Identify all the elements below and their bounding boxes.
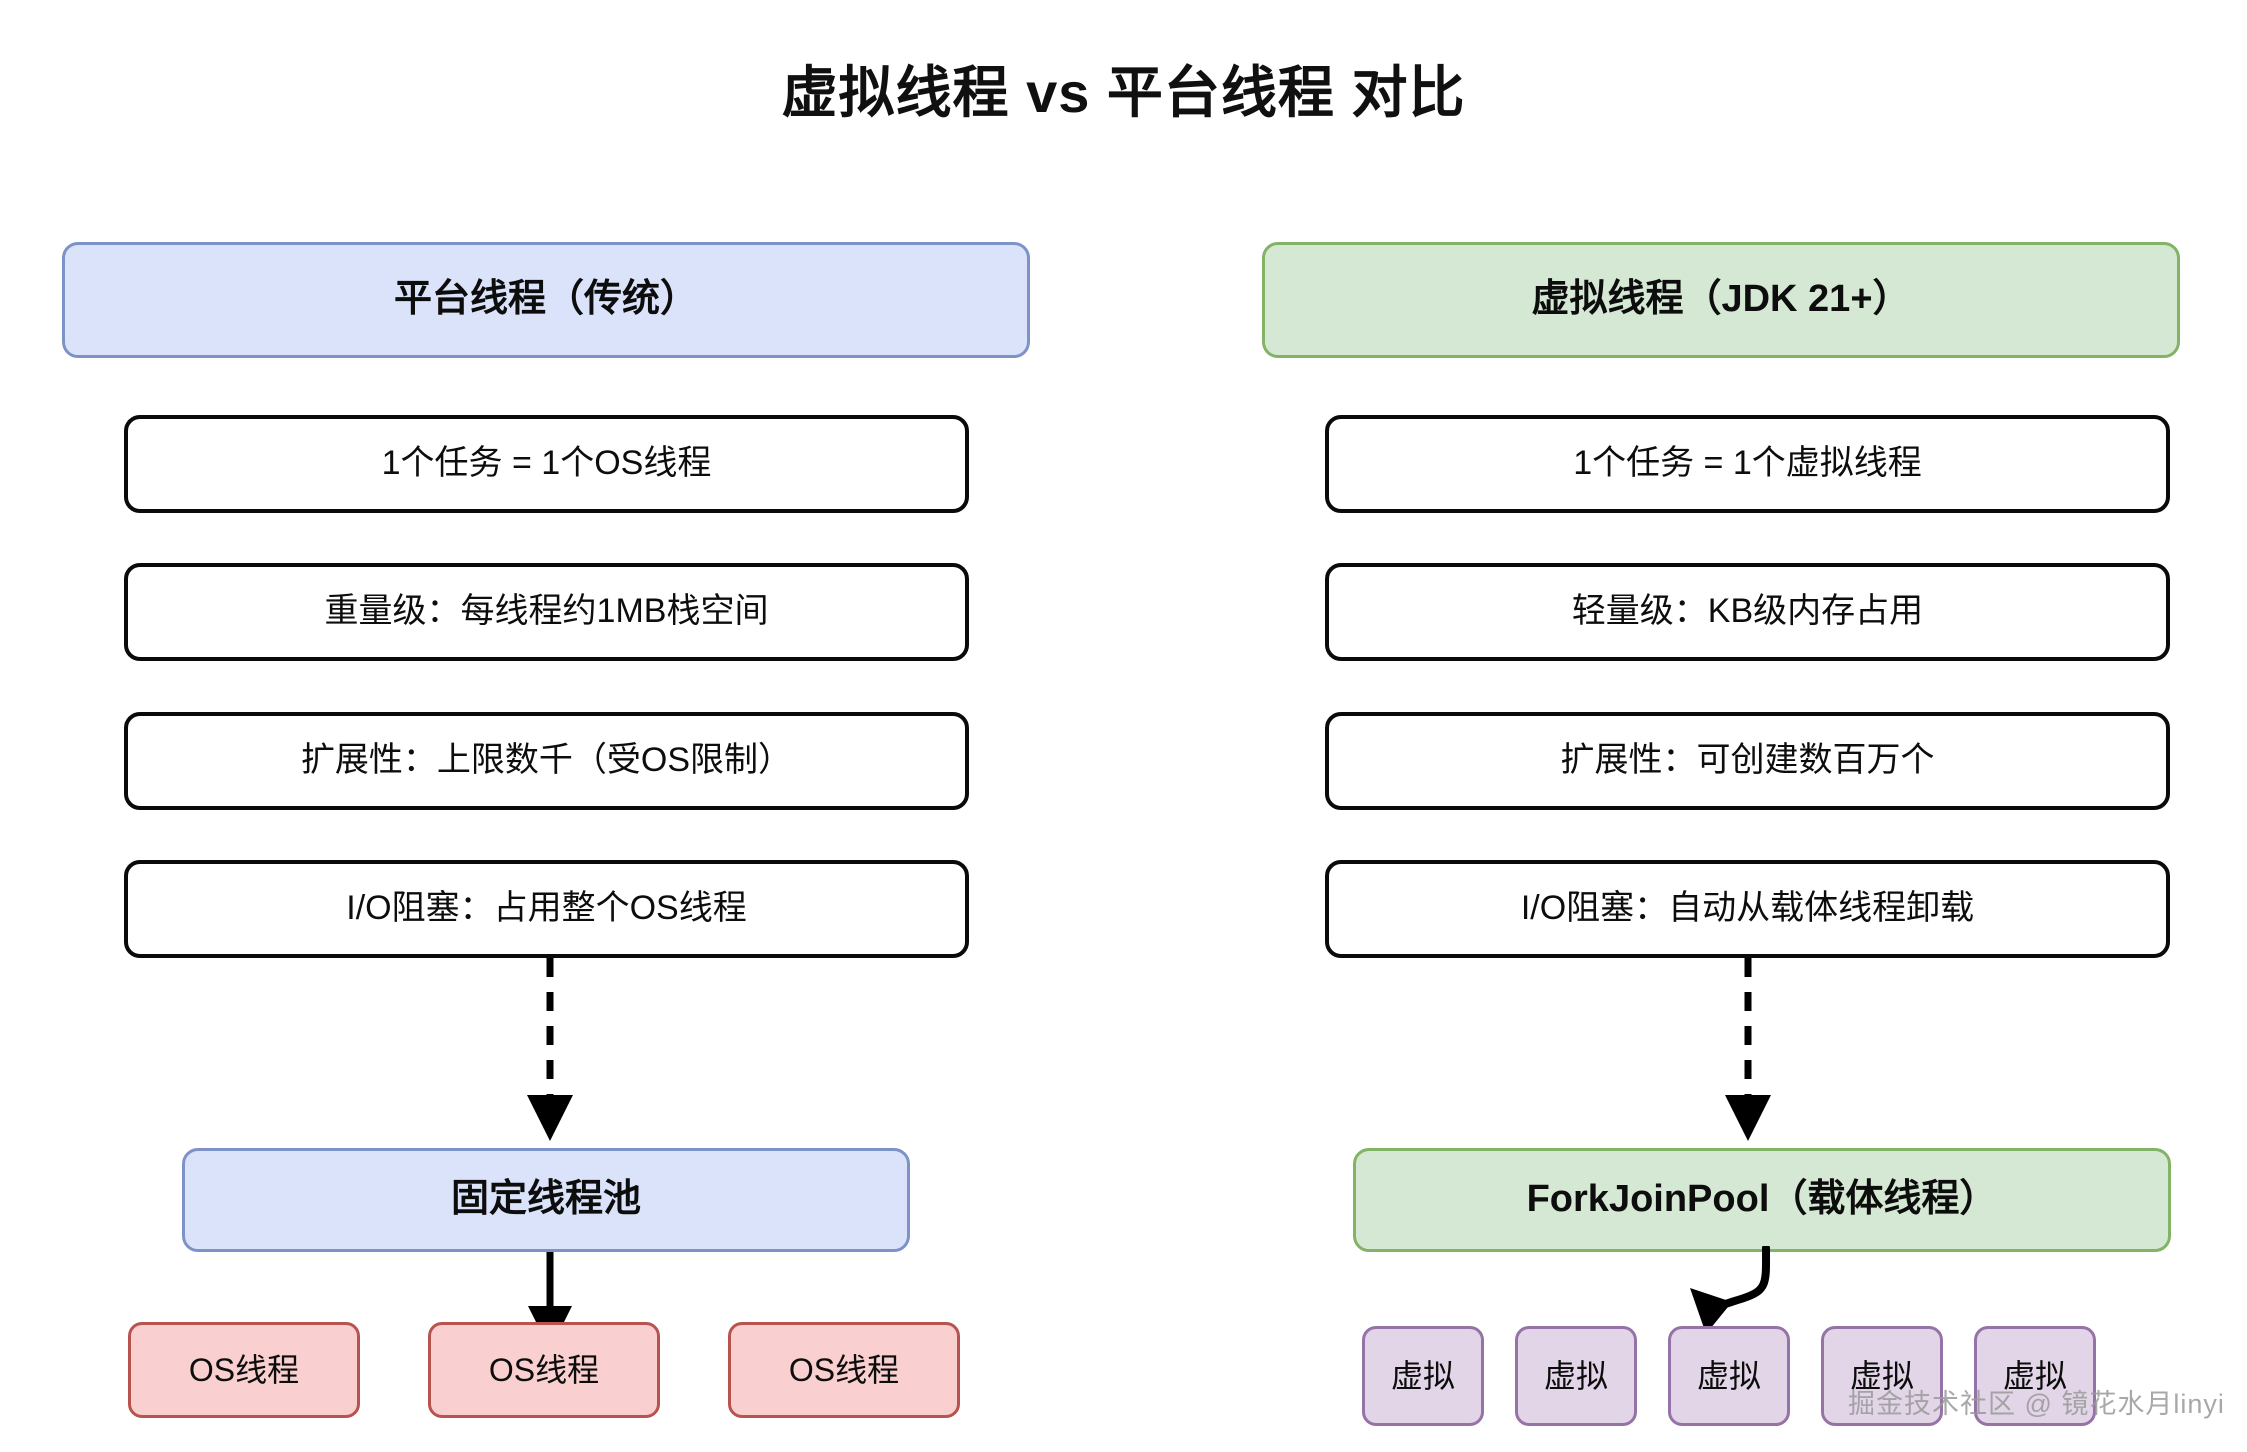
worker-chip-os-thread-3: OS线程 (728, 1322, 960, 1418)
worker-chip-virtual-5: 虚拟 (1974, 1326, 2096, 1426)
worker-chip-virtual-3-label: 虚拟 (1696, 1357, 1761, 1394)
feature-platform-3: 扩展性：上限数千（受OS限制） (124, 712, 969, 810)
column-header-virtual: 虚拟线程（JDK 21+） (1262, 242, 2180, 358)
worker-chip-virtual-1-label: 虚拟 (1390, 1357, 1455, 1394)
pool-virtual-forkjoinpool: ForkJoinPool（载体线程） (1353, 1148, 2171, 1252)
page-title: 虚拟线程 vs 平台线程 对比 (781, 61, 1466, 124)
connector-virtual-dashed-arrow (1725, 958, 1771, 1141)
pool-platform-label: 固定线程池 (450, 1178, 641, 1221)
worker-chip-os-thread-3-label: OS线程 (788, 1351, 900, 1388)
worker-chip-virtual-2: 虚拟 (1515, 1326, 1637, 1426)
column-header-virtual-label: 虚拟线程（JDK 21+） (1531, 278, 1911, 321)
feature-virtual-3: 扩展性：可创建数百万个 (1325, 712, 2170, 810)
feature-virtual-3-label: 扩展性：可创建数百万个 (1560, 741, 1935, 780)
connector-platform-dashed-arrow (527, 958, 573, 1141)
feature-virtual-4: I/O阻塞：自动从载体线程卸载 (1325, 860, 2170, 958)
worker-chip-virtual-2-label: 虚拟 (1543, 1357, 1608, 1394)
feature-platform-1-label: 1个任务 = 1个OS线程 (381, 444, 712, 483)
worker-chip-virtual-1: 虚拟 (1362, 1326, 1484, 1426)
feature-virtual-1-label: 1个任务 = 1个虚拟线程 (1573, 444, 1922, 483)
feature-virtual-2-label: 轻量级：KB级内存占用 (1571, 592, 1924, 631)
feature-platform-2-label: 重量级：每线程约1MB栈空间 (324, 592, 769, 631)
feature-platform-4-label: I/O阻塞：占用整个OS线程 (346, 889, 747, 928)
feature-platform-4: I/O阻塞：占用整个OS线程 (124, 860, 969, 958)
worker-chip-os-thread-2-label: OS线程 (488, 1351, 600, 1388)
feature-virtual-2: 轻量级：KB级内存占用 (1325, 563, 2170, 661)
worker-chip-virtual-3: 虚拟 (1668, 1326, 1790, 1426)
worker-chip-os-thread-1: OS线程 (128, 1322, 360, 1418)
worker-chip-virtual-4: 虚拟 (1821, 1326, 1943, 1426)
worker-chip-os-thread-1-label: OS线程 (188, 1351, 300, 1388)
feature-virtual-4-label: I/O阻塞：自动从载体线程卸载 (1520, 889, 1975, 928)
worker-chip-os-thread-2: OS线程 (428, 1322, 660, 1418)
pool-platform-fixed-thread-pool: 固定线程池 (182, 1148, 910, 1252)
feature-virtual-1: 1个任务 = 1个虚拟线程 (1325, 415, 2170, 513)
watermark: 掘金技术社区 @ 镜花水月linyi (1848, 1389, 2225, 1419)
worker-chip-virtual-5-label: 虚拟 (2002, 1357, 2067, 1394)
column-header-platform-label: 平台线程（传统） (393, 278, 698, 321)
feature-platform-3-label: 扩展性：上限数千（受OS限制） (300, 741, 793, 780)
feature-platform-2: 重量级：每线程约1MB栈空间 (124, 563, 969, 661)
worker-chip-virtual-4-label: 虚拟 (1849, 1357, 1914, 1394)
column-header-platform: 平台线程（传统） (62, 242, 1030, 358)
feature-platform-1: 1个任务 = 1个OS线程 (124, 415, 969, 513)
pool-virtual-label: ForkJoinPool（载体线程） (1526, 1178, 1998, 1221)
